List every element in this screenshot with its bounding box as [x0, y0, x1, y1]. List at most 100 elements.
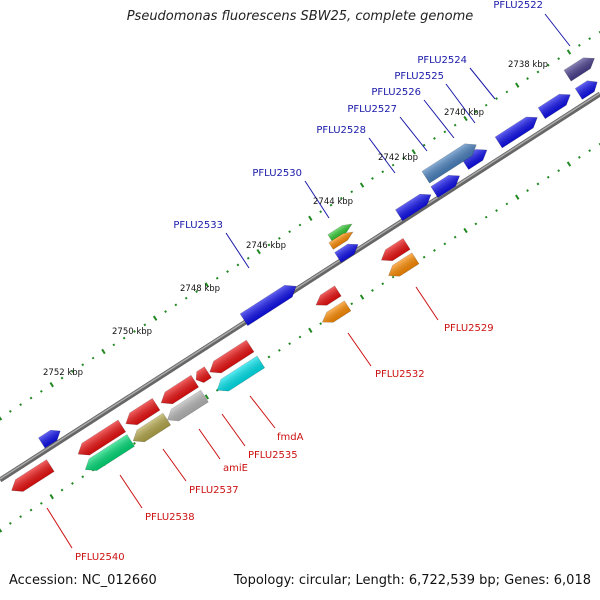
tick-mark	[588, 149, 592, 153]
label-fmda[interactable]: fmdA	[277, 432, 304, 443]
tick-mark	[29, 396, 33, 400]
tick-mark	[443, 130, 447, 134]
tick-mark	[60, 376, 64, 380]
gene-pflu2528[interactable]	[395, 189, 435, 222]
gene-pflu2532[interactable]	[319, 300, 352, 327]
gene-pflu2537[interactable]	[74, 419, 127, 460]
tick-mark	[215, 276, 219, 280]
gene-small-orange[interactable]	[328, 229, 355, 250]
tick-mark	[39, 389, 43, 393]
tick-mark	[288, 342, 292, 346]
tick-mark	[566, 49, 572, 55]
scale-label: 2740 kbp	[444, 108, 484, 118]
tick-mark	[71, 482, 74, 485]
gene-forward[interactable]	[430, 170, 463, 198]
label-pflu2538[interactable]: PFLU2538	[145, 512, 195, 523]
tick-mark	[495, 209, 498, 212]
tick-mark	[422, 143, 426, 147]
label-pflu2540[interactable]: PFLU2540	[75, 552, 125, 563]
label-pflu2522[interactable]: PFLU2522	[493, 0, 543, 11]
tick-mark	[463, 227, 468, 234]
tick-mark	[122, 336, 126, 340]
tick-mark	[577, 43, 581, 47]
label-pflu2538-leader	[119, 474, 143, 509]
tick-mark	[463, 115, 468, 122]
tick-mark	[495, 97, 498, 100]
gene-pflu2535[interactable]	[164, 389, 209, 426]
label-pflu2533[interactable]: PFLU2533	[173, 220, 223, 231]
label-amie-leader	[198, 428, 221, 460]
tick-mark	[288, 230, 292, 234]
gene-reverse[interactable]	[193, 366, 212, 386]
gene-small-green[interactable]	[327, 221, 354, 242]
tick-mark	[588, 37, 592, 41]
label-amie[interactable]: amiE	[223, 463, 248, 474]
tick-mark	[101, 348, 106, 355]
tick-mark	[256, 248, 261, 255]
gene-forward[interactable]	[38, 426, 64, 449]
label-pflu2540-leader	[46, 507, 73, 549]
label-pflu2530[interactable]: PFLU2530	[252, 168, 302, 179]
gene-pflu2533[interactable]	[239, 280, 300, 327]
gene-reverse[interactable]	[157, 374, 200, 408]
tick-mark	[402, 157, 405, 160]
label-pflu2529[interactable]: PFLU2529	[444, 323, 494, 334]
label-pflu2537[interactable]: PFLU2537	[189, 485, 239, 496]
gene-reverse[interactable]	[206, 339, 255, 378]
tick-mark	[371, 289, 374, 292]
tick-mark	[433, 137, 436, 140]
tick-mark	[267, 243, 271, 247]
gene-labels: PFLU2522PFLU2524PFLU2525PFLU2526PFLU2527…	[46, 0, 571, 563]
label-pflu2533-leader	[225, 232, 250, 269]
tick-mark	[277, 348, 281, 352]
gene-features	[8, 53, 600, 497]
tick-mark	[557, 57, 561, 61]
gene-pflu2524[interactable]	[537, 89, 574, 120]
gene-pflu2526[interactable]	[421, 139, 480, 184]
gene-pflu2522[interactable]	[563, 53, 598, 82]
label-pflu2528[interactable]: PFLU2528	[316, 125, 366, 136]
tick-mark	[8, 521, 12, 525]
gene-pflu2540[interactable]	[8, 459, 55, 497]
tick-mark	[411, 149, 416, 155]
tick-mark	[308, 215, 313, 221]
tick-mark	[381, 170, 385, 174]
gene-fmda[interactable]	[213, 355, 266, 396]
gene-pflu2525[interactable]	[494, 112, 541, 149]
tick-mark	[164, 310, 167, 313]
gene-amie[interactable]	[129, 412, 172, 446]
gene-reverse[interactable]	[313, 285, 342, 310]
label-pflu2524[interactable]: PFLU2524	[417, 55, 467, 66]
backbone	[0, 91, 600, 483]
tick-mark	[152, 315, 158, 321]
tick-mark	[505, 202, 509, 206]
gene-reverse[interactable]	[378, 238, 411, 265]
scale-label: 2738 kbp	[508, 60, 548, 70]
tick-mark	[474, 110, 478, 114]
label-pflu2522-leader	[544, 13, 571, 47]
label-pflu2525[interactable]: PFLU2525	[394, 71, 444, 82]
tick-mark	[49, 382, 54, 388]
label-pflu2527[interactable]: PFLU2527	[347, 104, 397, 115]
scale-label: 2752 kbp	[43, 368, 83, 378]
tick-mark	[505, 90, 509, 94]
tick-mark	[391, 163, 395, 167]
gene-pflu2530[interactable]	[334, 239, 362, 263]
tick-mark	[215, 388, 219, 392]
tick-mark	[81, 475, 85, 479]
tick-mark	[443, 242, 447, 246]
label-pflu2535[interactable]: PFLU2535	[248, 450, 298, 461]
tick-mark	[60, 488, 64, 492]
tick-mark	[329, 203, 333, 207]
scale-label: 2750 kbp	[112, 327, 152, 337]
label-pflu2532[interactable]: PFLU2532	[375, 369, 425, 380]
gene-reverse[interactable]	[122, 397, 161, 429]
gene-pflu2529[interactable]	[385, 252, 420, 281]
gene-pflu2538[interactable]	[82, 434, 135, 476]
tick-mark	[133, 442, 136, 445]
gene-forward[interactable]	[574, 77, 600, 100]
label-pflu2526[interactable]: PFLU2526	[371, 87, 421, 98]
tick-mark	[339, 196, 343, 200]
